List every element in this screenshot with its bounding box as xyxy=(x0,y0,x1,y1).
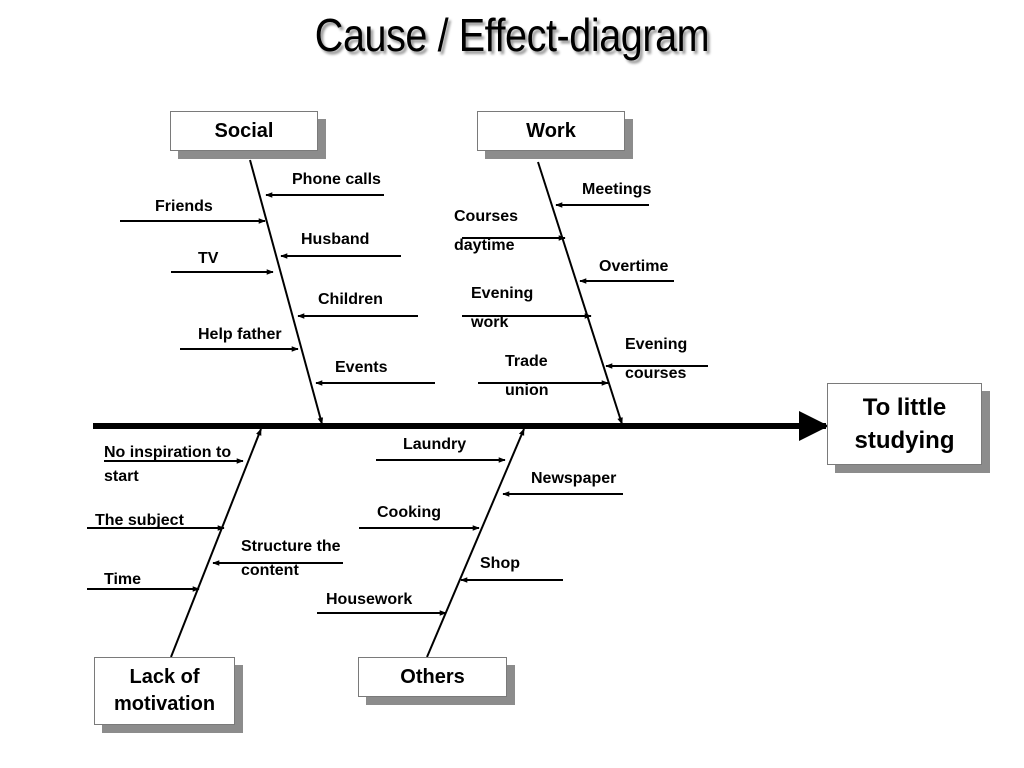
cause-courses-daytime-line2: daytime xyxy=(454,237,515,254)
cause-meetings: Meetings xyxy=(582,181,652,198)
category-motivation-line2: motivation xyxy=(113,693,216,715)
effect-box: To little studying xyxy=(827,383,982,465)
bone-social xyxy=(249,159,324,425)
cause-no-inspiration-line2: start xyxy=(104,468,139,485)
cause-husband: Husband xyxy=(301,231,370,248)
cause-trade-union-line2: union xyxy=(505,382,549,399)
cause-help-father: Help father xyxy=(198,326,282,343)
cause-overtime: Overtime xyxy=(599,258,669,275)
cause-newspaper: Newspaper xyxy=(531,470,617,487)
category-motivation-box: Lack of motivation xyxy=(94,657,235,725)
effect-line2: studying xyxy=(854,427,955,454)
category-work-box: Work xyxy=(477,111,625,151)
cause-cooking: Cooking xyxy=(377,504,441,521)
category-motivation-line1: Lack of xyxy=(129,666,200,688)
cause-evening-courses-line2: courses xyxy=(625,365,687,382)
cause-no-inspiration-line1: No inspiration to xyxy=(104,444,232,461)
category-social-box: Social xyxy=(170,111,318,151)
cause-shop: Shop xyxy=(480,555,520,572)
cause-trade-union-line1: Trade xyxy=(505,353,548,370)
category-work-label: Work xyxy=(526,119,576,142)
category-others-box: Others xyxy=(358,657,507,697)
cause-evening-courses-line1: Evening xyxy=(625,336,688,353)
category-social-label: Social xyxy=(214,119,274,142)
cause-tv: TV xyxy=(198,250,219,267)
bone-others xyxy=(426,428,525,658)
cause-children: Children xyxy=(318,291,383,308)
cause-structure-line1: Structure the xyxy=(241,538,341,555)
cause-courses-daytime-line1: Courses xyxy=(454,208,519,225)
cause-laundry: Laundry xyxy=(403,436,467,453)
cause-friends: Friends xyxy=(155,198,213,215)
cause-phone-calls: Phone calls xyxy=(292,171,381,188)
page-title: Cause / Effect-diagram xyxy=(314,9,710,61)
effect-line1: To little xyxy=(862,394,947,421)
cause-subject: The subject xyxy=(95,512,184,529)
cause-housework: Housework xyxy=(326,591,413,608)
cause-events: Events xyxy=(335,359,388,376)
cause-evening-work-line2: work xyxy=(471,314,509,331)
category-others-label: Others xyxy=(400,665,465,688)
cause-structure-line2: content xyxy=(241,562,299,579)
bone-motivation xyxy=(170,428,262,658)
cause-evening-work-line1: Evening xyxy=(471,285,534,302)
cause-time: Time xyxy=(104,571,142,588)
